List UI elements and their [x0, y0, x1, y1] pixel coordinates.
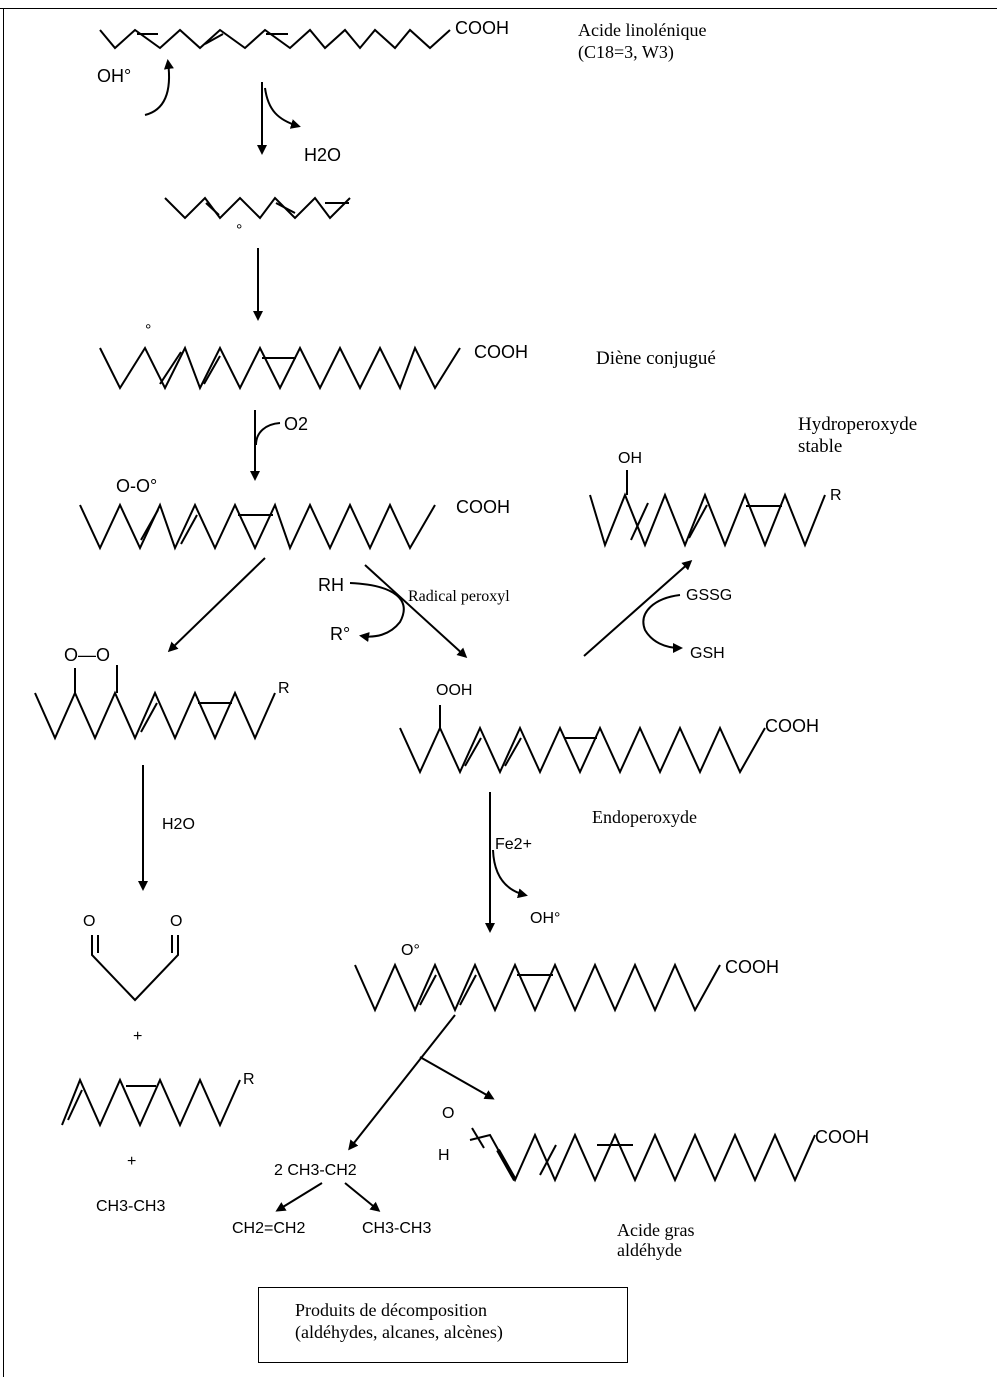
cyclic-peroxide-chain [34, 665, 276, 741]
diene-group: COOH [474, 342, 528, 362]
ethane-2-label: CH3-CH3 [362, 1220, 432, 1237]
aldehyde-name-2: aldéhyde [617, 1240, 682, 1260]
arrow-cleavage-right [419, 1056, 495, 1100]
radical-fragment-chain [164, 196, 351, 220]
mda-o-left: O [83, 913, 96, 930]
oh-curved-arrow [144, 59, 174, 116]
r-radical-label: R° [330, 624, 351, 644]
arrow-ethyl-right [344, 1182, 381, 1212]
cyclic-peroxide-bridge: O—O [64, 645, 111, 665]
h2o-curved-arrow [264, 87, 301, 129]
hydroperoxide-name-2: stable [798, 436, 843, 457]
linolenic-acid-chain [99, 28, 451, 50]
diene-radical-mark: ° [145, 322, 152, 339]
hydroperoxide-oh: OH [618, 450, 642, 467]
arrow-cleavage-left [348, 1014, 456, 1151]
water-sub-label: H2O [162, 816, 195, 833]
gsh-label: GSH [690, 645, 725, 662]
radical-peroxyl-label: Radical peroxyl [408, 588, 510, 605]
linolenic-acid-group: COOH [455, 18, 509, 38]
hydroperoxide-name-1: Hydroperoxyde [798, 414, 918, 435]
diene-name: Diène conjugué [596, 348, 716, 369]
fatty-aldehyde-chain [469, 1127, 816, 1183]
peroxyl-substituent: O-O° [116, 476, 158, 496]
arrow-to-hydroperoxide [583, 560, 693, 657]
oh-release-curved-arrow [492, 849, 528, 899]
aldehyde-name-1: Acide gras [617, 1220, 695, 1240]
alkoxyl-group: COOH [725, 957, 779, 977]
alkene-fragment-chain [61, 1077, 241, 1128]
alkoxyl-substituent: O° [401, 942, 420, 959]
stable-hydroperoxide-chain [589, 470, 826, 549]
o2-curved-arrow [255, 422, 281, 446]
oxygen-label: O2 [284, 414, 309, 434]
gssg-label: GSSG [686, 587, 733, 604]
alkene-r: R [243, 1071, 255, 1088]
aldehyde-o: O [442, 1105, 455, 1122]
frame-left-border [3, 8, 4, 1377]
arrow-ethyl-left [275, 1182, 323, 1212]
aldehyde-h: H [438, 1147, 450, 1164]
plus-sign-2: + [127, 1153, 137, 1170]
endoperoxide-ooh: OOH [436, 682, 473, 699]
decomposition-products-box: Produits de décomposition (aldéhydes, al… [258, 1287, 628, 1363]
linolenic-acid-name: Acide linolénique [578, 20, 707, 40]
box-line-1: Produits de décomposition [295, 1300, 487, 1320]
rh-label: RH [318, 575, 344, 595]
plus-sign-1: + [133, 1028, 143, 1045]
malondialdehyde-structure [91, 935, 179, 1002]
box-line-2: (aldéhydes, alcanes, alcènes) [295, 1321, 503, 1342]
conjugated-diene-chain [99, 345, 461, 391]
water-label: H2O [304, 145, 342, 165]
oh-radical-2-label: OH° [530, 910, 561, 927]
aldehyde-group: COOH [815, 1127, 869, 1147]
hydroperoxide-r: R [830, 487, 842, 504]
decomposition-products-text: Produits de décomposition (aldéhydes, al… [295, 1300, 503, 1343]
linolenic-acid-formula: (C18=3, W3) [578, 42, 674, 62]
endoperoxide-group: COOH [765, 716, 819, 736]
arrow-to-cyclic [167, 557, 266, 653]
arrow-to-endoperoxide [364, 564, 468, 659]
endoperoxide-name: Endoperoxyde [592, 807, 697, 827]
gsh-curved-arrow [642, 594, 683, 653]
mda-o-right: O [170, 913, 183, 930]
ethane-label: CH3-CH3 [96, 1198, 166, 1215]
iron-label: Fe2+ [495, 836, 532, 853]
rh-curved-arrow [349, 582, 405, 643]
peroxyl-group: COOH [456, 497, 510, 517]
oh-radical-label: OH° [97, 66, 132, 86]
ethyl-label: 2 CH3-CH2 [274, 1162, 357, 1179]
peroxyl-radical-chain [79, 502, 436, 551]
fragment-radical-mark: ° [236, 222, 243, 239]
ethylene-label: CH2=CH2 [232, 1220, 306, 1237]
endoperoxide-chain [399, 705, 766, 775]
alkoxyl-radical-chain [354, 962, 721, 1013]
frame-top-border [0, 8, 997, 9]
cyclic-peroxide-r: R [278, 680, 290, 697]
